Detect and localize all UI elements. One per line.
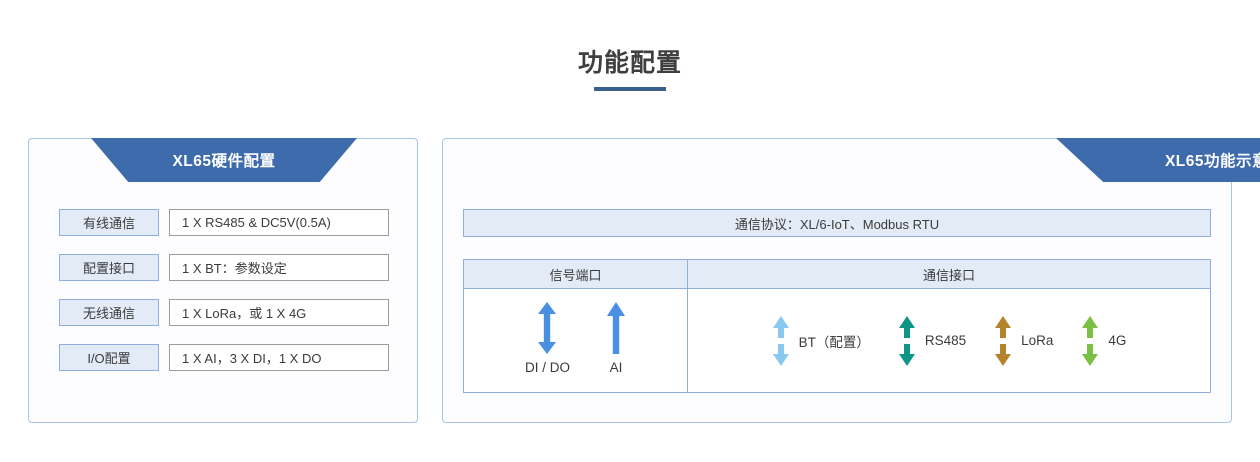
signal-port-group: DI / DO AI bbox=[464, 289, 687, 392]
header-label-signal-port: 信号端口 bbox=[549, 267, 602, 283]
header-cell-comm-interface: 通信接口 bbox=[688, 260, 1210, 288]
interface-table-body-row: DI / DO AI bbox=[464, 289, 1210, 392]
protocol-bar: 通信协议：XL/6-IoT、Modbus RTU bbox=[463, 209, 1211, 237]
signal-port-cell: DI / DO AI bbox=[464, 289, 688, 392]
spec-row-wired: 有线通信 1 X RS485 & DC5V(0.5A) bbox=[59, 209, 389, 236]
double-arrow-split-icon bbox=[898, 315, 915, 366]
header-label-comm-interface: 通信接口 bbox=[922, 267, 975, 283]
spec-label-io: I/O配置 bbox=[59, 344, 159, 371]
interface-table-header-row: 信号端口 通信接口 bbox=[464, 260, 1210, 289]
page-header: 功能配置 bbox=[0, 48, 1260, 91]
spec-value-io: 1 X AI，3 X DI，1 X DO bbox=[169, 344, 389, 371]
spec-label-config-port: 配置接口 bbox=[59, 254, 159, 281]
comm-interface-group: BT（配置） RS485 LoRa bbox=[688, 289, 1210, 392]
function-diagram-panel: XL65功能示意图 通信协议：XL/6-IoT、Modbus RTU 信号端口 … bbox=[442, 138, 1260, 423]
comm-label-lora: LoRa bbox=[1021, 333, 1054, 348]
comm-label-rs485: RS485 bbox=[924, 333, 967, 348]
spec-row-wireless: 无线通信 1 X LoRa，或 1 X 4G bbox=[59, 299, 389, 326]
hardware-spec-list: 有线通信 1 X RS485 & DC5V(0.5A) 配置接口 1 X BT：… bbox=[59, 209, 389, 371]
comm-item-rs485: RS485 bbox=[898, 315, 967, 366]
spec-value-config-port: 1 X BT：参数设定 bbox=[169, 254, 389, 281]
interface-table: 信号端口 通信接口 DI / DO bbox=[463, 259, 1211, 393]
title-underline bbox=[594, 87, 666, 91]
signal-label-di-do: DI / DO bbox=[524, 360, 570, 375]
spec-label-wired: 有线通信 bbox=[59, 209, 159, 236]
comm-item-lora: LoRa bbox=[994, 315, 1054, 366]
spec-row-io: I/O配置 1 X AI，3 X DI，1 X DO bbox=[59, 344, 389, 371]
spec-label-wireless: 无线通信 bbox=[59, 299, 159, 326]
spec-value-wireless: 1 X LoRa，或 1 X 4G bbox=[169, 299, 389, 326]
header-cell-signal-port: 信号端口 bbox=[464, 260, 688, 288]
comm-label-bt: BT（配置） bbox=[798, 334, 870, 350]
signal-item-ai: AI bbox=[606, 302, 626, 375]
comm-item-4g: 4G bbox=[1081, 315, 1127, 366]
double-arrow-split-icon bbox=[772, 315, 789, 366]
hardware-config-banner: XL65硬件配置 bbox=[91, 138, 357, 182]
signal-item-di-do: DI / DO bbox=[525, 302, 570, 375]
double-arrow-split-icon bbox=[995, 315, 1012, 366]
spec-value-wired: 1 X RS485 & DC5V(0.5A) bbox=[169, 209, 389, 236]
spec-row-config-port: 配置接口 1 X BT：参数设定 bbox=[59, 254, 389, 281]
comm-item-bt: BT（配置） bbox=[772, 315, 870, 366]
hardware-config-banner-title: XL65硬件配置 bbox=[172, 153, 276, 170]
comm-label-4g: 4G bbox=[1108, 333, 1127, 348]
page-title: 功能配置 bbox=[577, 49, 682, 77]
double-arrow-solid-icon bbox=[538, 302, 557, 354]
double-arrow-split-icon bbox=[1082, 315, 1099, 366]
hardware-config-panel: XL65硬件配置 有线通信 1 X RS485 & DC5V(0.5A) 配置接… bbox=[28, 138, 418, 423]
function-diagram-banner-title: XL65功能示意图 bbox=[1164, 153, 1260, 170]
up-arrow-icon bbox=[607, 302, 625, 354]
comm-interface-cell: BT（配置） RS485 LoRa bbox=[688, 289, 1210, 392]
function-diagram-banner: XL65功能示意图 bbox=[1056, 138, 1260, 182]
signal-label-ai: AI bbox=[609, 360, 623, 375]
